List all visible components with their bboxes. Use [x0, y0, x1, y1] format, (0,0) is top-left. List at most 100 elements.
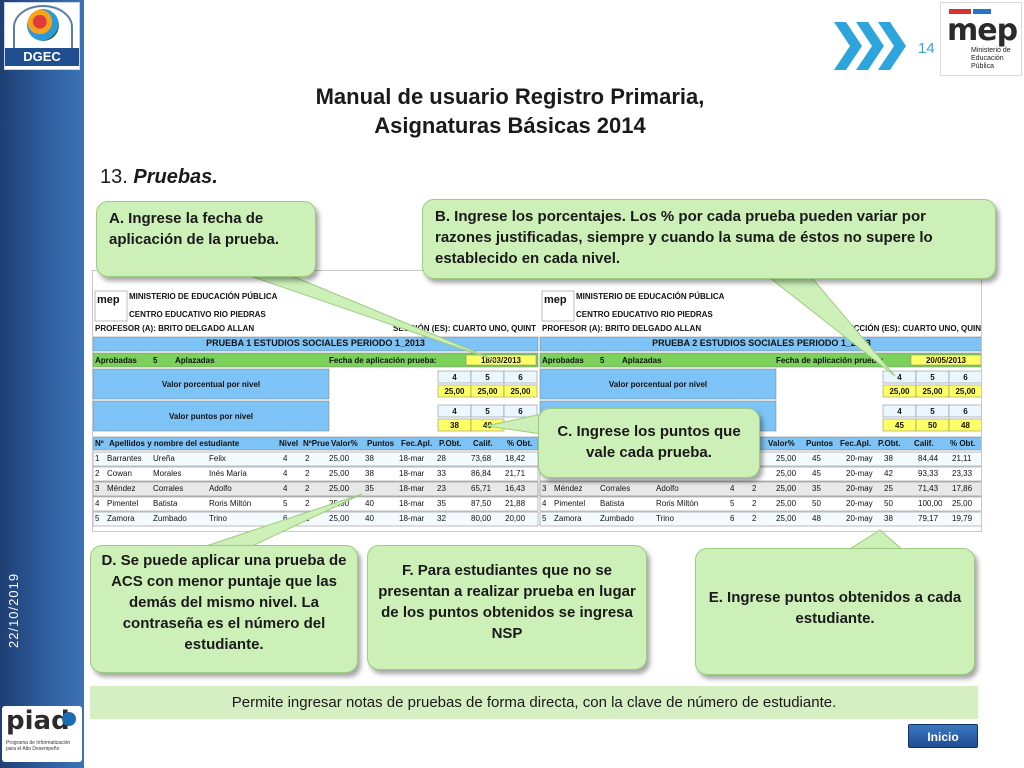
- table-cell: 18-mar: [399, 499, 425, 508]
- valor-porcentual-band: [93, 368, 330, 400]
- percent-value: 25,00: [510, 387, 531, 396]
- table-cell: Inés María: [209, 469, 247, 478]
- table-cell: 1: [95, 454, 100, 463]
- valor-porcentual-label: Valor porcentual por nivel: [161, 380, 261, 389]
- points-value: 50: [928, 421, 937, 430]
- ministry-label: MINISTERIO DE EDUCACIÓN PÚBLICA: [576, 292, 725, 301]
- section-label: SECCIÓN (ES): CUARTO UNO, QUIN: [842, 324, 981, 333]
- table-cell: 3: [95, 484, 100, 493]
- teacher-label: PROFESOR (A): BRITO DELGADO ALLAN: [542, 324, 702, 333]
- points-value: 48: [961, 421, 970, 430]
- table-cell: 23: [437, 484, 446, 493]
- table-cell: 50: [812, 499, 821, 508]
- percent-value: 25,00: [889, 387, 910, 396]
- table-cell: 48: [812, 514, 821, 523]
- column-header: Calif.: [914, 439, 934, 448]
- column-header: Apellidos y nombre del estudiante: [109, 439, 240, 448]
- callout-e: E. Ingrese puntos obtenidos a cada estud…: [695, 548, 975, 675]
- table-cell: Zamora: [107, 514, 135, 523]
- aprobadas-label: Aprobadas: [542, 356, 584, 365]
- level-number: 4: [452, 407, 457, 416]
- table-cell: 21,71: [505, 469, 526, 478]
- points-value: 38: [450, 421, 459, 430]
- aprobadas-label: Aprobadas: [95, 356, 137, 365]
- table-cell: 21,11: [952, 454, 972, 463]
- table-cell: 4: [95, 499, 100, 508]
- valor-porcentual-band: [539, 368, 777, 400]
- table-cell: Felix: [209, 454, 226, 463]
- table-cell: 23,33: [952, 469, 973, 478]
- column-header: P.Obt.: [878, 439, 901, 448]
- table-cell: 16,43: [505, 484, 526, 493]
- piad-subtitle: Programa de Informatización para el Alto…: [6, 740, 71, 752]
- aplazadas-label: Aplazadas: [622, 356, 662, 365]
- table-row: [539, 511, 981, 527]
- percent-cell: [948, 384, 981, 398]
- table-cell: 4: [283, 454, 288, 463]
- mep-mini-logo: [94, 290, 128, 322]
- table-cell: 4: [542, 499, 547, 508]
- table-cell: Méndez: [107, 484, 136, 493]
- table-cell: 25: [884, 484, 893, 493]
- table-cell: 32: [437, 514, 446, 523]
- table-cell: Pimentel: [107, 499, 139, 508]
- column-header: Fec.Apl.: [840, 439, 872, 448]
- level-number: 4: [897, 373, 902, 382]
- table-cell: 79,17: [918, 514, 939, 523]
- table-cell: 84,44: [918, 454, 939, 463]
- table-cell: Morales: [153, 469, 182, 478]
- table-cell: 38: [884, 514, 893, 523]
- table-cell: 18,42: [505, 454, 526, 463]
- table-cell: Batista: [600, 499, 625, 508]
- page-number: 14: [918, 40, 935, 57]
- table-cell: Ureña: [153, 454, 175, 463]
- callout-f: F. Para estudiantes que no se presentan …: [367, 545, 647, 670]
- highlighted-row: [539, 481, 981, 497]
- table-cell: 38: [365, 454, 374, 463]
- table-cell: 2: [752, 514, 757, 523]
- table-cell: 2: [95, 469, 100, 478]
- teacher-label: PROFESOR (A): BRITO DELGADO ALLAN: [95, 324, 255, 333]
- table-cell: Cowan: [107, 469, 132, 478]
- table-cell: 45: [812, 454, 821, 463]
- table-row: [539, 496, 981, 512]
- percent-value: 25,00: [955, 387, 976, 396]
- mep-blue-bar: [973, 9, 991, 14]
- table-cell: 25,00: [329, 469, 350, 478]
- table-cell: 20-may: [846, 469, 873, 478]
- table-cell: Trino: [656, 514, 674, 523]
- table-cell: 28: [437, 454, 446, 463]
- aprobadas-count: 5: [600, 356, 605, 365]
- column-header: % Obt.: [950, 439, 976, 448]
- table-cell: 93,33: [918, 469, 939, 478]
- table-cell: 5: [95, 514, 100, 523]
- callout-b: B. Ingrese los porcentajes. Los % por ca…: [422, 199, 996, 279]
- table-cell: Corrales: [153, 484, 184, 493]
- table-cell: 35: [437, 499, 446, 508]
- logo-label: DGEC: [5, 48, 79, 66]
- mep-word: mep: [947, 13, 1018, 48]
- fecha-value: 18/03/2013: [480, 356, 522, 365]
- table-cell: Roris Miltón: [656, 499, 699, 508]
- table-cell: 2: [305, 469, 310, 478]
- mep-subtitle: Ministerio de Educación Pública: [971, 47, 1011, 70]
- table-cell: 20-may: [846, 484, 873, 493]
- table-cell: 50: [884, 499, 893, 508]
- chevrons-icon: [834, 22, 906, 70]
- title-line-1: Manual de usuario Registro Primaria,: [315, 84, 705, 109]
- table-cell: 19,79: [952, 514, 973, 523]
- table-cell: 2: [305, 484, 310, 493]
- table-cell: 2: [305, 454, 310, 463]
- inicio-button[interactable]: Inicio: [908, 724, 978, 748]
- table-cell: 25,00: [329, 514, 350, 523]
- table-cell: Adolfo: [656, 484, 679, 493]
- level-cell: [948, 404, 981, 418]
- table-cell: 2: [752, 499, 757, 508]
- level-number: 5: [930, 373, 935, 382]
- table-cell: 20,00: [505, 514, 526, 523]
- table-cell: 6: [283, 514, 288, 523]
- table-cell: 40: [365, 499, 374, 508]
- test-title: PRUEBA 1 ESTUDIOS SOCIALES PERIODO 1_201…: [206, 338, 425, 348]
- footer-note: Permite ingresar notas de pruebas de for…: [90, 686, 978, 719]
